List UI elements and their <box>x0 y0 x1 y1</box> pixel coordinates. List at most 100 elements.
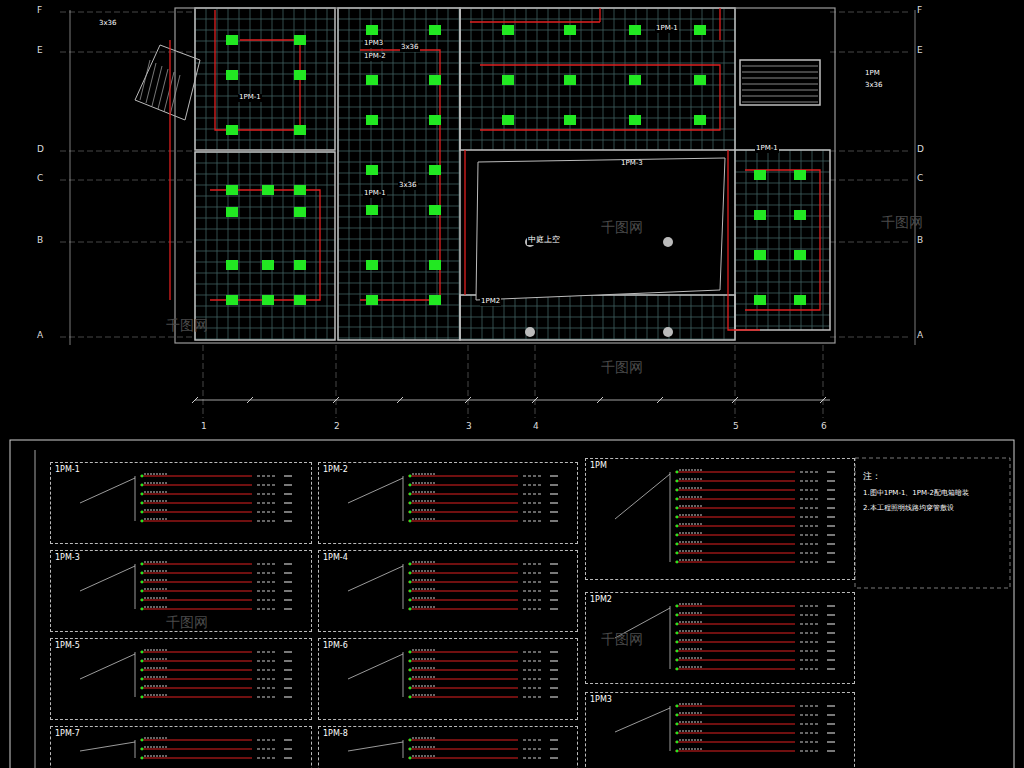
line <box>144 482 168 483</box>
line <box>550 511 558 512</box>
panel-name: 1PM-7 <box>51 727 311 740</box>
line <box>550 493 558 494</box>
line <box>670 606 671 669</box>
line <box>675 562 795 563</box>
line <box>284 608 292 609</box>
light-fixture <box>262 260 274 270</box>
line <box>284 502 292 503</box>
line <box>523 660 543 661</box>
line <box>679 621 703 622</box>
line <box>338 261 460 262</box>
breaker <box>141 651 144 654</box>
line <box>827 543 835 544</box>
line <box>679 496 703 497</box>
line <box>338 118 460 119</box>
line <box>827 659 835 660</box>
line <box>800 668 820 669</box>
line <box>800 659 820 660</box>
line <box>675 624 795 625</box>
line <box>412 482 436 483</box>
line <box>412 658 436 659</box>
line <box>408 573 518 574</box>
line <box>460 107 735 108</box>
breaker <box>676 750 679 753</box>
line <box>338 129 460 130</box>
line <box>735 271 830 272</box>
line <box>338 96 460 97</box>
line <box>348 654 403 679</box>
line <box>800 534 820 535</box>
panel-name: 1PM-8 <box>319 727 577 740</box>
breaker <box>409 757 412 760</box>
line <box>408 661 518 662</box>
breaker <box>676 732 679 735</box>
line <box>338 85 460 86</box>
plan-label: 1PM-1 <box>755 145 779 153</box>
line <box>735 216 830 217</box>
light-fixture <box>794 170 806 180</box>
line <box>284 581 292 582</box>
line <box>408 521 518 522</box>
line <box>691 295 692 340</box>
line <box>228 152 229 340</box>
wire <box>719 8 720 40</box>
light-fixture <box>429 115 441 125</box>
line <box>272 152 273 340</box>
line <box>657 397 663 403</box>
line <box>144 676 168 677</box>
breaker <box>676 480 679 483</box>
line <box>675 472 795 473</box>
light-fixture <box>429 25 441 35</box>
line <box>195 174 335 175</box>
line <box>550 660 558 661</box>
line <box>735 260 830 261</box>
line <box>336 345 337 418</box>
line <box>257 739 277 740</box>
breaker <box>409 651 412 654</box>
line <box>140 476 252 477</box>
breaker <box>676 659 679 662</box>
line <box>144 561 168 562</box>
line <box>790 150 791 330</box>
line <box>800 480 820 481</box>
shape <box>855 458 1010 588</box>
light-fixture <box>694 75 706 85</box>
line <box>827 498 835 499</box>
line <box>192 397 198 403</box>
line <box>724 295 725 340</box>
line <box>135 564 136 609</box>
line <box>70 10 71 345</box>
watermark: 千图网 <box>600 632 644 647</box>
line <box>537 295 538 340</box>
line <box>412 588 436 589</box>
line <box>195 251 335 252</box>
line <box>144 473 168 474</box>
line <box>742 84 818 85</box>
line <box>735 227 830 228</box>
line <box>412 561 436 562</box>
line <box>195 328 335 329</box>
line <box>735 249 830 250</box>
line <box>679 730 703 731</box>
breaker <box>676 614 679 617</box>
line <box>408 582 518 583</box>
line <box>800 723 820 724</box>
line <box>827 650 835 651</box>
light-fixture <box>629 25 641 35</box>
watermark: 千图网 <box>165 615 209 630</box>
light-fixture <box>294 35 306 45</box>
line <box>338 327 460 328</box>
line <box>408 670 518 671</box>
line <box>140 609 252 610</box>
light-fixture <box>502 75 514 85</box>
axis-label: D <box>916 145 925 155</box>
wire <box>464 150 465 295</box>
line <box>338 63 460 64</box>
line <box>471 295 472 340</box>
line <box>679 630 703 631</box>
line <box>827 750 835 751</box>
line <box>412 649 436 650</box>
line <box>550 687 558 688</box>
line <box>603 295 604 340</box>
line <box>140 652 252 653</box>
